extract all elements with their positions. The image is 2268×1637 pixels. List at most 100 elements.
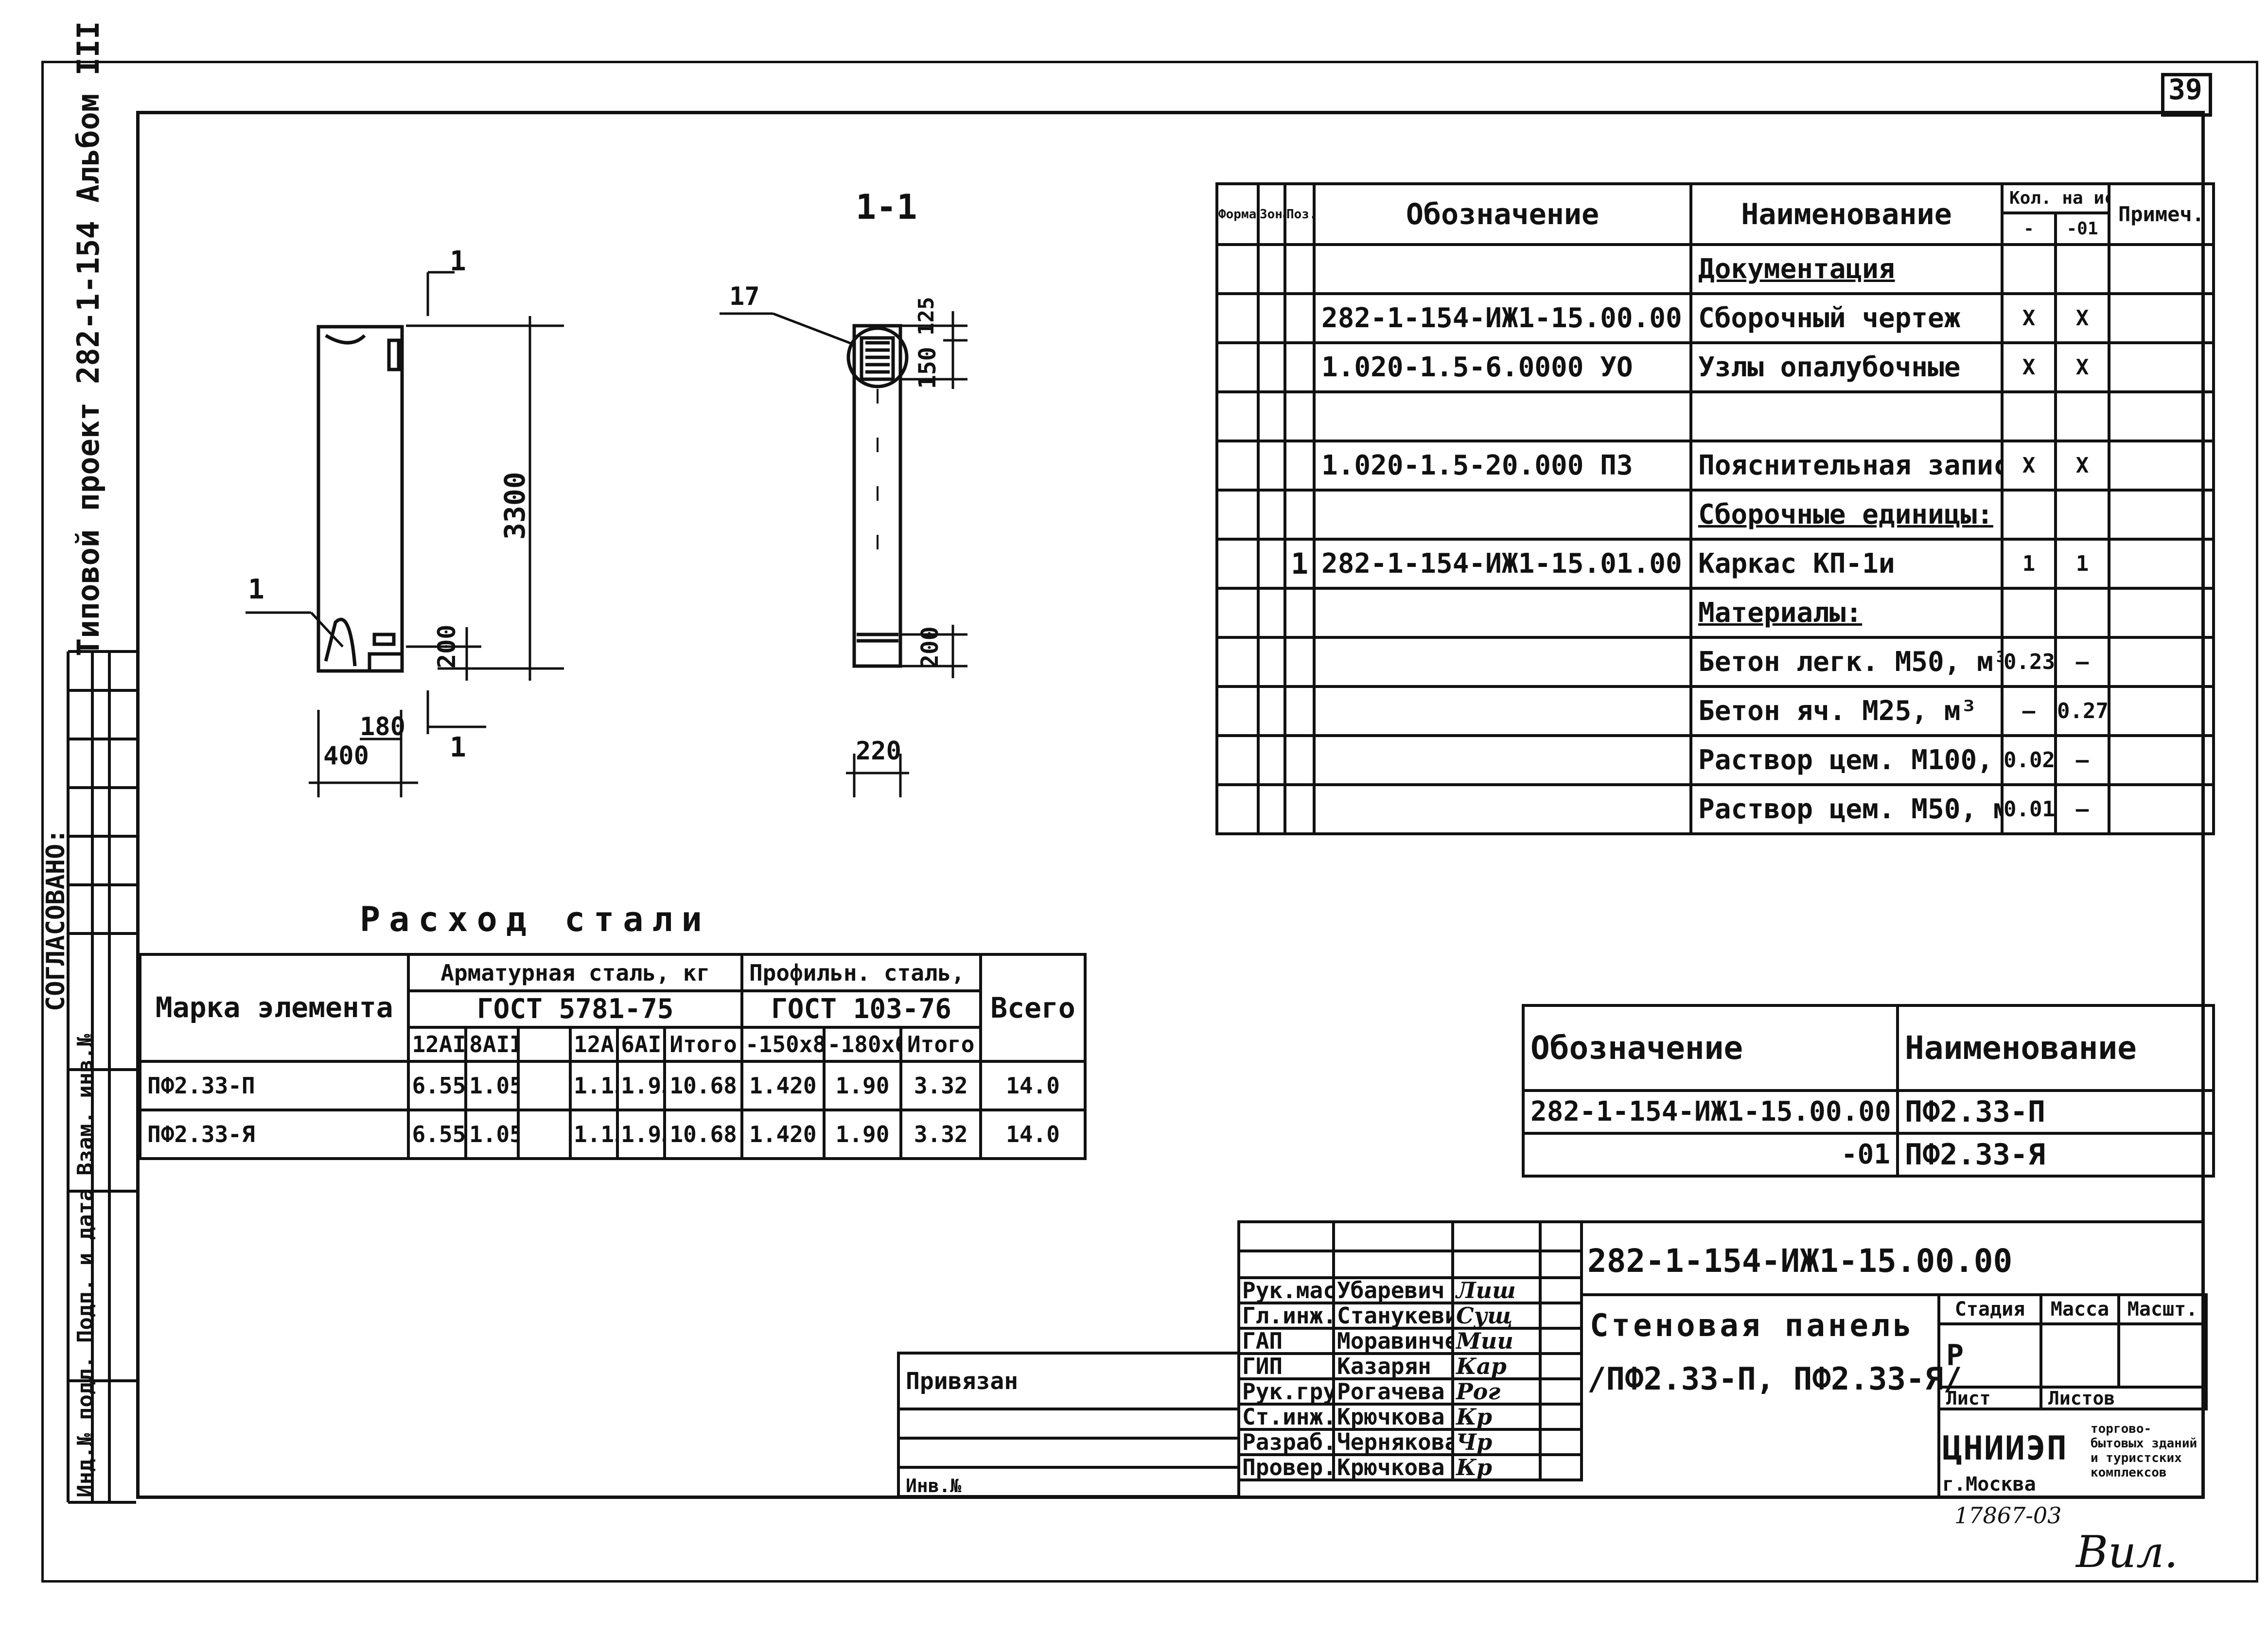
- steel-value: 1.90: [835, 1073, 890, 1099]
- panel-elevation: [316, 325, 404, 673]
- sheet-number-box: [2161, 73, 2212, 117]
- dim-height-3300: 3300: [498, 472, 531, 540]
- spec-name: Сборочные единицы:: [1698, 498, 1993, 530]
- steel-value: 3.32: [914, 1073, 968, 1099]
- spec-designation: 1.020-1.5-20.000 ПЗ: [1321, 449, 1633, 481]
- callout-left-1: 1: [248, 574, 264, 605]
- callout-right-17: 17: [729, 282, 760, 311]
- steel-h-profile-gost: ГОСТ 103-76: [771, 993, 951, 1025]
- steel-value: 10.68: [669, 1121, 737, 1147]
- steel-sub-header: -150x8: [745, 1031, 824, 1057]
- stage-value: Р: [1946, 1338, 1964, 1373]
- steel-value: 1.420: [749, 1121, 817, 1147]
- section-dimensions: [720, 311, 967, 797]
- spec-qty-1: 1: [2022, 551, 2036, 576]
- signer-signature: Кр: [1456, 1404, 1493, 1429]
- signer-signature: Рог: [1456, 1379, 1501, 1404]
- spec-header-row-1: Формат Зона Поз. Обозначение Наименовани…: [1215, 182, 2215, 246]
- steel-value: 1.420: [749, 1073, 817, 1099]
- stamp-signature: Вил.: [2076, 1527, 2179, 1578]
- org-logo: ЦНИИЭП: [1942, 1429, 2068, 1468]
- signer-role: Гл.инж.м.: [1242, 1303, 1331, 1328]
- bound-label: Привязан: [906, 1367, 1019, 1395]
- steel-mark: ПФ2.33-П: [147, 1073, 255, 1099]
- steel-value: 1.15: [573, 1073, 615, 1099]
- title-line-2: /ПФ2.33-П, ПФ2.33-Я/: [1587, 1361, 1962, 1397]
- spec-qty-2: X: [2075, 354, 2089, 380]
- steel-value: 3.32: [914, 1121, 968, 1147]
- signer-name: Чернякова: [1337, 1429, 1453, 1455]
- steel-row: ПФ2.33-П6.551.0561.151.9310.681.4201.903…: [138, 1060, 1087, 1111]
- spec-row: Материалы:: [1215, 587, 2215, 639]
- sheet-outer-frame: [41, 61, 2258, 1583]
- steel-h-rebar-gost: ГОСТ 5781-75: [476, 993, 674, 1025]
- signer-role: Разраб.: [1242, 1429, 1334, 1455]
- variants-h-designation: Обозначение: [1530, 1029, 1743, 1067]
- spec-row: Раствор цем. М100, м³0.024—: [1215, 734, 2215, 786]
- signer-signature: Чр: [1456, 1429, 1493, 1455]
- signer-row: ГАПМоравинчеваМии: [1237, 1327, 1583, 1355]
- signer-name: Станукевич: [1337, 1303, 1450, 1328]
- signer-role: Рук.маст.: [1242, 1278, 1331, 1303]
- dim-400: 400: [323, 741, 369, 771]
- spec-h-name: Наименование: [1741, 197, 1952, 231]
- steel-header-row-1: Марка элемента Арматурная сталь, кг Проф…: [138, 953, 1087, 1063]
- steel-h-mark: Марка элемента: [155, 991, 393, 1024]
- signer-role: ГИП: [1242, 1354, 1283, 1379]
- spec-name: Документация: [1698, 253, 1895, 285]
- steel-value: 1.93: [621, 1121, 662, 1147]
- steel-value: 1.90: [835, 1121, 890, 1147]
- spec-name: Узлы опалубочные: [1698, 351, 1961, 383]
- inv-no-label: Инв.№: [906, 1475, 962, 1496]
- dim-220: 220: [856, 737, 901, 766]
- spec-pos: 1: [1290, 546, 1309, 581]
- variant-designation: 282-1-154-ИЖ1-15.00.00: [1530, 1096, 1891, 1127]
- spec-h-zone: Зона: [1260, 207, 1283, 222]
- dim-150: 150: [914, 347, 941, 389]
- steel-mark: ПФ2.33-Я: [147, 1121, 255, 1147]
- cut-mark-bottom-label: 1: [450, 732, 466, 763]
- spec-qty-2: X: [2075, 453, 2089, 478]
- steel-sub-header: 6AI: [621, 1031, 662, 1057]
- steel-sub-header: Итого: [907, 1031, 975, 1057]
- steel-h-total: Всего: [990, 991, 1075, 1024]
- spec-name: Раствор цем. М100, м³: [1698, 744, 1999, 776]
- steel-header-row-2: ГОСТ 5781-75 ГОСТ 103-76: [140, 989, 1085, 1029]
- mass-header: Масса: [2050, 1298, 2110, 1320]
- steel-value: 10.68: [669, 1073, 737, 1099]
- section-1-1: [846, 324, 909, 668]
- scale-header: Масшт.: [2127, 1298, 2198, 1320]
- signer-signature: Кр: [1456, 1455, 1493, 1480]
- steel-value: 6.55: [412, 1073, 466, 1099]
- spec-h-qty-01: -01: [2066, 218, 2098, 239]
- signer-name: Крючкова: [1337, 1455, 1445, 1480]
- specification-table: Формат Зона Поз. Обозначение Наименовани…: [1215, 182, 2215, 835]
- signer-name: Моравинчева: [1337, 1328, 1450, 1354]
- steel-total: 14.0: [1006, 1073, 1060, 1099]
- spec-row: Раствор цем. М50, м³0.018—: [1215, 783, 2215, 835]
- spec-name: Бетон легк. М50, м³: [1698, 646, 2002, 678]
- org-city: г.Москва: [1942, 1473, 2036, 1496]
- spec-qty-1: X: [2022, 354, 2036, 380]
- steel-row: ПФ2.33-Я6.551.0561.151.9310.681.4201.903…: [138, 1109, 1087, 1160]
- signer-role: ГАП: [1242, 1328, 1283, 1354]
- spec-qty-2: —: [2075, 796, 2089, 822]
- spec-h-pos: Поз.: [1286, 207, 1314, 222]
- spec-qty-2: —: [2075, 747, 2089, 773]
- variant-name: ПФ2.33-Я: [1905, 1138, 2045, 1172]
- spec-qty-1: X: [2022, 453, 2036, 478]
- steel-sub-header: Итого: [669, 1031, 737, 1057]
- signers-table: Рук.маст.УбаревичЛишГл.инж.м.СтанукевичС…: [1237, 1220, 1583, 1481]
- title-code: 282-1-154-ИЖ1-15.00.00: [1587, 1242, 2013, 1280]
